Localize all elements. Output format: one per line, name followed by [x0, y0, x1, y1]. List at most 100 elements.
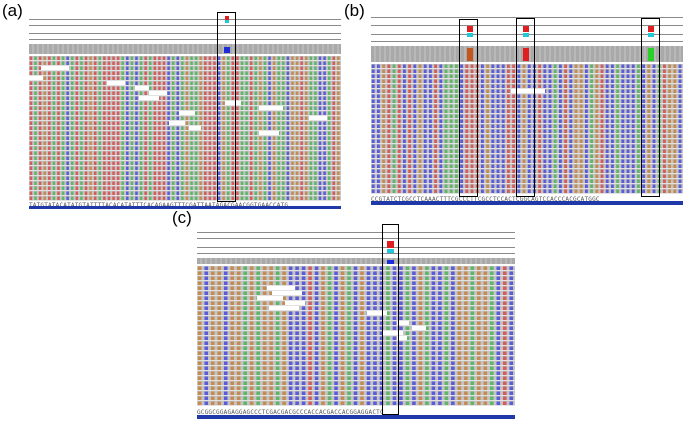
- base-call: [418, 301, 423, 305]
- base-call: [501, 84, 505, 88]
- base-call: [376, 169, 380, 173]
- base-call: [217, 76, 221, 80]
- base-call: [527, 169, 531, 173]
- base-call: [595, 144, 599, 148]
- base-call: [483, 391, 488, 395]
- base-call: [347, 271, 351, 275]
- base-call: [275, 311, 280, 315]
- base-call: [217, 366, 222, 370]
- base-call: [80, 141, 83, 145]
- base-call: [288, 296, 293, 300]
- base-call: [197, 281, 202, 285]
- allele-frequency-red: [648, 26, 654, 32]
- base-call: [595, 104, 599, 108]
- base-call: [454, 159, 458, 163]
- base-call: [236, 341, 241, 345]
- base-call: [308, 361, 312, 365]
- base-call: [454, 149, 458, 153]
- base-call: [29, 111, 33, 115]
- base-call: [176, 126, 180, 130]
- base-call: [249, 161, 253, 165]
- base-call: [425, 396, 429, 400]
- base-call: [61, 61, 65, 65]
- base-call: [449, 99, 453, 103]
- base-call: [517, 129, 521, 133]
- base-call: [176, 176, 180, 180]
- base-call: [496, 119, 500, 123]
- base-call: [444, 361, 449, 365]
- base-call: [610, 139, 614, 143]
- base-call: [304, 176, 308, 180]
- base-call: [418, 69, 422, 73]
- base-call: [277, 116, 280, 120]
- base-call: [268, 136, 271, 140]
- base-call: [230, 321, 234, 325]
- base-call: [314, 331, 319, 335]
- base-call: [126, 66, 129, 70]
- base-call: [490, 291, 494, 295]
- base-call: [148, 126, 152, 130]
- base-call: [301, 321, 306, 325]
- base-call: [517, 134, 521, 138]
- base-call: [327, 126, 331, 130]
- base-call: [158, 186, 161, 190]
- base-call: [386, 371, 390, 375]
- base-call: [223, 296, 228, 300]
- base-call: [48, 116, 51, 120]
- base-call: [486, 79, 490, 83]
- base-call: [176, 66, 180, 70]
- base-call: [490, 396, 494, 400]
- base-call: [243, 326, 247, 330]
- base-call: [308, 351, 312, 355]
- base-call: [373, 376, 377, 380]
- base-call: [176, 181, 180, 185]
- base-call: [153, 76, 157, 80]
- base-call: [501, 124, 505, 128]
- base-call: [245, 166, 248, 170]
- base-call: [444, 266, 449, 270]
- base-call: [621, 184, 625, 188]
- read-row: [371, 114, 683, 119]
- base-call: [162, 71, 166, 75]
- base-call: [70, 116, 74, 120]
- igv-panel-c: GCGGCGGAGAGGAGCCCTCGACGACGCCCACCACGACCAC…: [197, 219, 515, 423]
- base-call: [171, 171, 175, 175]
- base-call: [347, 361, 351, 365]
- base-call: [243, 351, 247, 355]
- base-call: [176, 86, 180, 90]
- base-call: [130, 171, 134, 175]
- base-call: [337, 151, 340, 155]
- base-call: [360, 281, 364, 285]
- base-call: [444, 84, 448, 88]
- base-call: [457, 331, 462, 335]
- base-call: [512, 114, 516, 118]
- base-call: [418, 346, 423, 350]
- base-call: [327, 396, 332, 400]
- base-call: [631, 159, 635, 163]
- base-call: [308, 371, 312, 375]
- base-call: [231, 76, 235, 80]
- base-call: [57, 191, 60, 195]
- base-call: [75, 136, 79, 140]
- base-call: [181, 171, 184, 175]
- base-call: [66, 161, 69, 165]
- base-call: [230, 371, 234, 375]
- base-call: [121, 196, 124, 200]
- base-call: [347, 391, 351, 395]
- base-call: [490, 271, 494, 275]
- variant-coverage-marker: [523, 48, 529, 61]
- base-call: [491, 114, 495, 118]
- base-call: [465, 64, 469, 68]
- base-call: [522, 154, 526, 158]
- base-call: [558, 184, 562, 188]
- base-call: [323, 111, 326, 115]
- base-call: [309, 181, 313, 185]
- base-call: [595, 124, 599, 128]
- base-call: [470, 301, 475, 305]
- base-call: [52, 86, 56, 90]
- base-call: [574, 144, 578, 148]
- base-call: [574, 99, 578, 103]
- base-call: [61, 106, 65, 110]
- base-call: [98, 166, 102, 170]
- base-call: [84, 61, 88, 65]
